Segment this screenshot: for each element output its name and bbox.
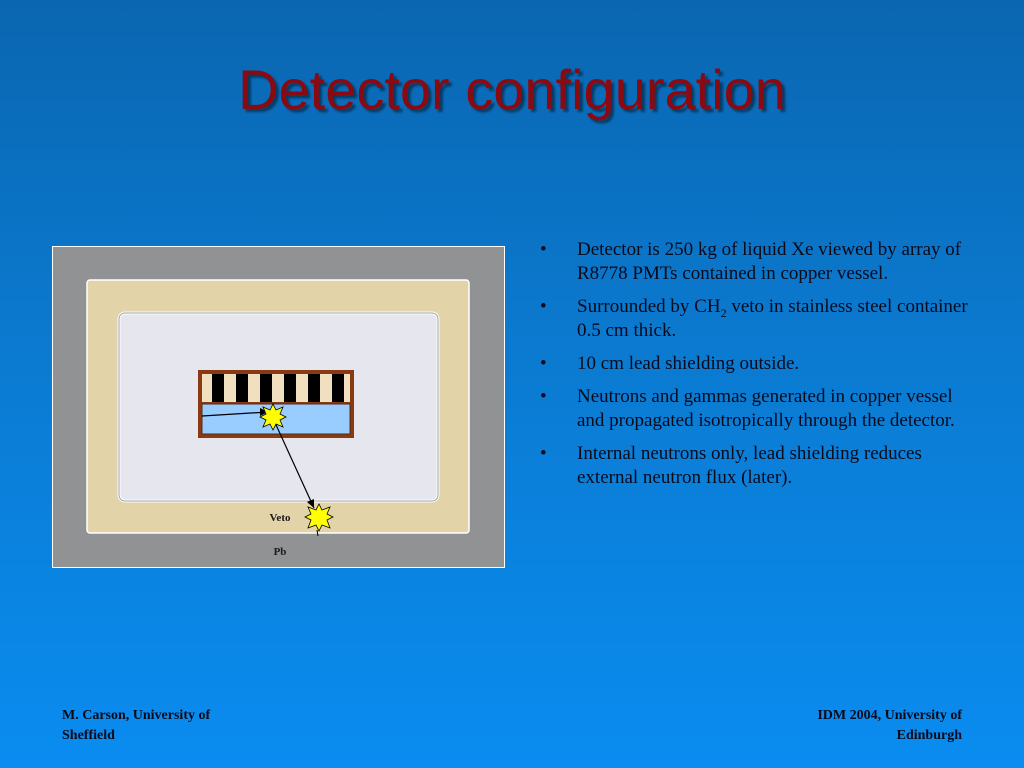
bullet-dot: • [540, 386, 547, 407]
track-diagonal [271, 415, 315, 509]
slide-title: Detector configuration [238, 58, 786, 121]
track-horizontal [201, 411, 269, 417]
bullet-dot: • [540, 239, 547, 260]
pmt-array [212, 374, 344, 402]
pmt [332, 374, 344, 402]
footer-event: IDM 2004, University of Edinburgh [817, 708, 962, 743]
bullet-dot: • [540, 296, 547, 317]
bullet-dot: • [540, 443, 547, 464]
interaction-flash-veto [304, 503, 334, 532]
pb-label: Pb [274, 546, 287, 558]
bullet-item: • Neutrons and gammas generated in coppe… [540, 386, 955, 431]
bullet-dot: • [540, 353, 547, 374]
pmt [236, 374, 248, 402]
copper-vessel [198, 370, 354, 438]
bullet-item: • 10 cm lead shielding outside. [540, 353, 800, 374]
interaction-flash-inner [259, 403, 287, 431]
footer-author: M. Carson, University of Sheffield [62, 708, 211, 743]
bullet-item: • Internal neutrons only, lead shielding… [540, 443, 922, 488]
pmt [212, 374, 224, 402]
bullet-list: • Detector is 250 kg of liquid Xe viewed… [540, 238, 980, 499]
pmt [308, 374, 320, 402]
bullet-item: • Detector is 250 kg of liquid Xe viewed… [540, 239, 962, 284]
pmt [284, 374, 296, 402]
veto-label: Veto [270, 512, 291, 524]
pmt [260, 374, 272, 402]
bullet-item: • Surrounded by CH2 veto in stainless st… [540, 296, 968, 341]
detector-diagram: Veto Pb [52, 246, 505, 568]
